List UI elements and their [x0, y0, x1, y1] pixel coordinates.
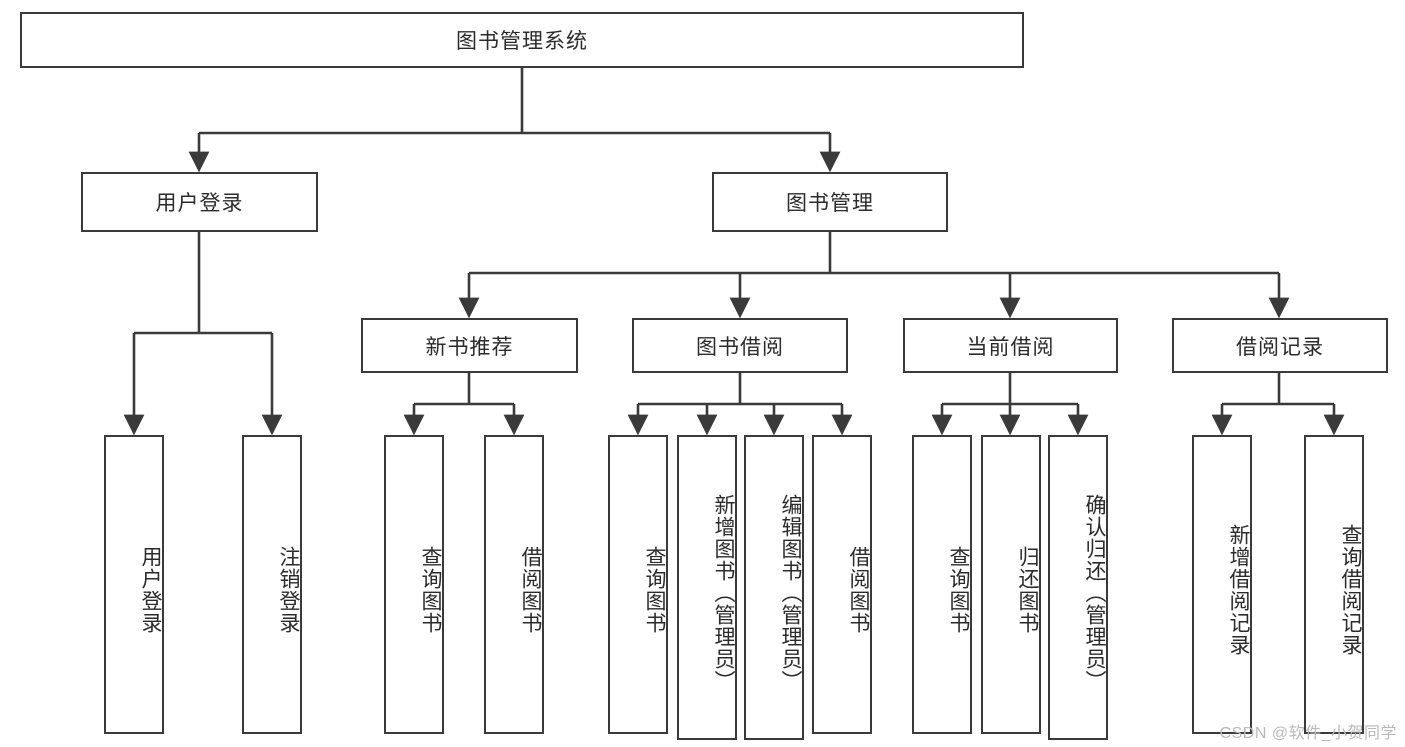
node-user-login[interactable]: 用户登录	[81, 172, 318, 232]
node-leaf-add-record-label: 新增借阅记录	[1227, 523, 1250, 656]
node-leaf-borrow-book-2-label: 借阅图书	[847, 545, 870, 634]
node-leaf-borrow-book-1-label: 借阅图书	[519, 545, 542, 634]
csdn-watermark: CSDN @软件_小贺同学	[1219, 725, 1397, 742]
node-book-borrow[interactable]: 图书借阅	[632, 318, 848, 373]
node-leaf-query-book-1[interactable]: 查询图书	[384, 435, 444, 734]
node-leaf-logout[interactable]: 注销登录	[242, 435, 302, 734]
node-leaf-borrow-book-2[interactable]: 借阅图书	[812, 435, 872, 734]
node-user-login-label: 用户登录	[155, 192, 244, 215]
node-leaf-query-book-3-label: 查询图书	[947, 545, 970, 634]
node-leaf-user-login[interactable]: 用户登录	[104, 435, 164, 734]
node-new-book-recommend-label: 新书推荐	[425, 335, 514, 359]
node-leaf-borrow-book-1[interactable]: 借阅图书	[484, 435, 544, 734]
node-root[interactable]: 图书管理系统	[20, 12, 1024, 68]
node-leaf-query-book-2[interactable]: 查询图书	[608, 435, 668, 734]
node-leaf-return-book-label: 归还图书	[1016, 545, 1039, 634]
node-leaf-confirm-return[interactable]: 确认归还（管理员）	[1048, 435, 1108, 740]
node-leaf-add-book-label: 新增图书（管理员）	[712, 493, 735, 692]
node-leaf-query-book-3[interactable]: 查询图书	[912, 435, 972, 734]
node-leaf-return-book[interactable]: 归还图书	[981, 435, 1041, 734]
node-leaf-add-record[interactable]: 新增借阅记录	[1192, 435, 1252, 734]
node-leaf-user-login-label: 用户登录	[139, 545, 162, 634]
node-leaf-edit-book[interactable]: 编辑图书（管理员）	[744, 435, 804, 740]
node-leaf-query-record-label: 查询借阅记录	[1339, 523, 1362, 656]
node-borrow-record[interactable]: 借阅记录	[1172, 318, 1388, 373]
node-book-manage-label: 图书管理	[786, 192, 874, 215]
node-root-label: 图书管理系统	[456, 30, 588, 53]
node-new-book-recommend[interactable]: 新书推荐	[361, 318, 578, 373]
node-leaf-query-book-1-label: 查询图书	[419, 545, 442, 634]
node-leaf-confirm-return-label: 确认归还（管理员）	[1083, 493, 1106, 692]
node-current-borrow[interactable]: 当前借阅	[903, 318, 1118, 373]
node-leaf-query-record[interactable]: 查询借阅记录	[1304, 435, 1364, 734]
node-book-manage[interactable]: 图书管理	[712, 172, 948, 232]
node-book-borrow-label: 图书借阅	[696, 335, 784, 359]
node-leaf-add-book[interactable]: 新增图书（管理员）	[677, 435, 737, 740]
node-leaf-edit-book-label: 编辑图书（管理员）	[779, 493, 802, 692]
node-current-borrow-label: 当前借阅	[966, 335, 1055, 359]
node-leaf-logout-label: 注销登录	[277, 545, 300, 634]
node-leaf-query-book-2-label: 查询图书	[643, 545, 666, 634]
node-borrow-record-label: 借阅记录	[1236, 335, 1324, 359]
